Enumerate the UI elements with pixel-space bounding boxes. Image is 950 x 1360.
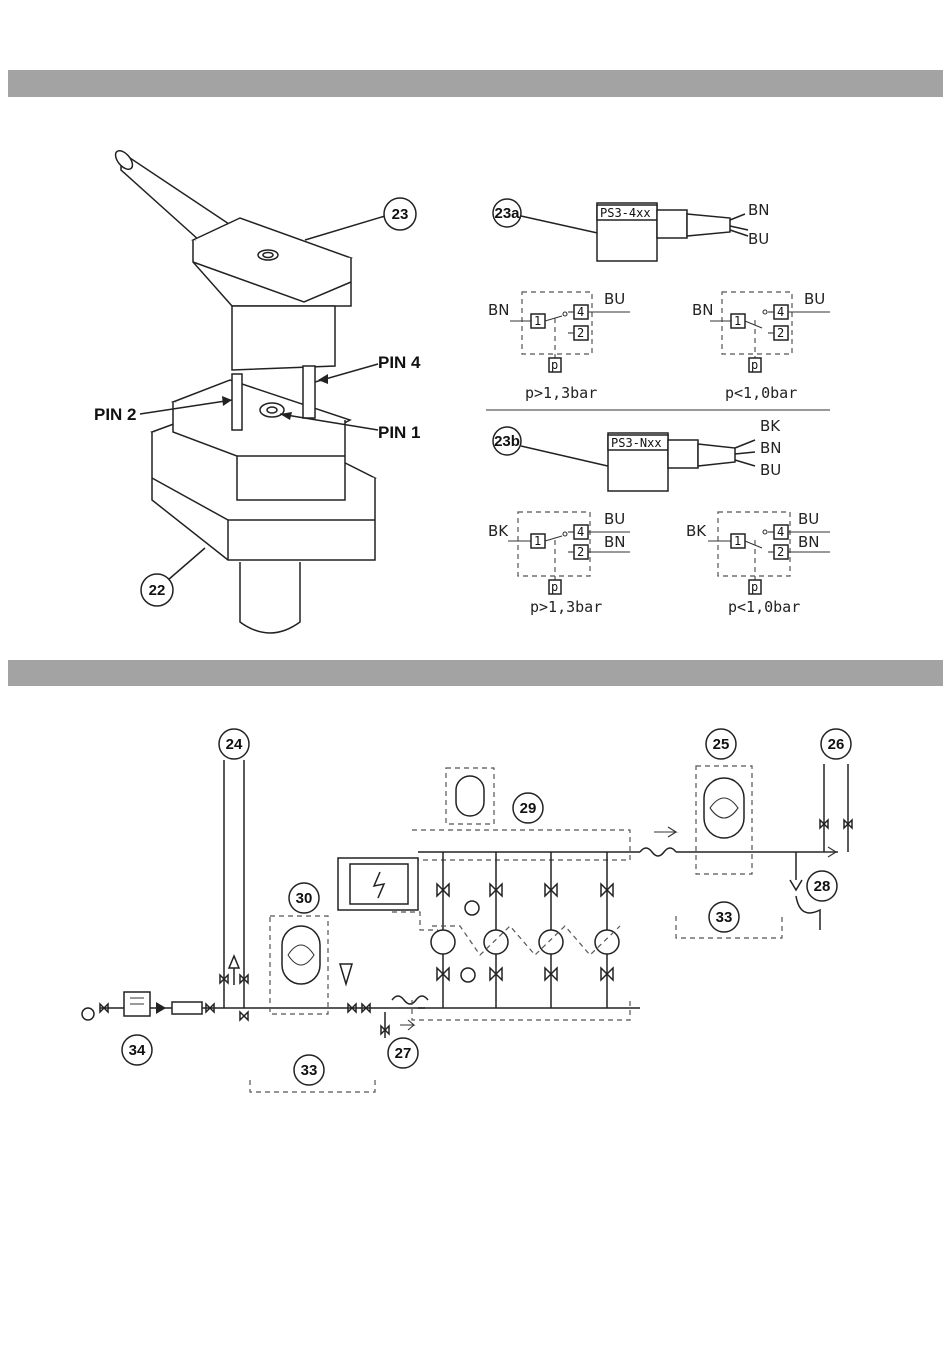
circuit-23a-low-bn: BN — [692, 301, 714, 319]
pressure-switch-illustration — [112, 148, 385, 633]
terminal-4: 4 — [577, 305, 584, 319]
pressure-symbol: p — [751, 580, 758, 594]
wire-bn-23b: BN — [760, 439, 782, 457]
callout-33-right: 33 — [709, 902, 739, 932]
pin1-label: PIN 1 — [378, 423, 421, 442]
callout-26: 26 — [821, 729, 851, 759]
svg-text:25: 25 — [713, 736, 730, 753]
switch-23a-model: PS3-4xx — [600, 206, 651, 220]
terminal-1: 1 — [734, 314, 741, 328]
circuit-23b-high-bk: BK — [488, 522, 509, 540]
circuit-23a-low-bu: BU — [804, 290, 825, 308]
circuit-23b-high-bn: BN — [604, 533, 626, 551]
svg-text:34: 34 — [129, 1042, 146, 1059]
svg-text:26: 26 — [828, 736, 845, 753]
callout-22: 22 — [141, 574, 173, 606]
callout-29: 29 — [513, 793, 543, 823]
svg-text:33: 33 — [301, 1062, 318, 1079]
wire-bu-23b: BU — [760, 461, 781, 479]
callout-33-left: 33 — [294, 1055, 324, 1085]
circuit-23b-low-bn: BN — [798, 533, 820, 551]
wire-bk-23b: BK — [760, 417, 781, 435]
switch-23b-model: PS3-Nxx — [611, 436, 662, 450]
callout-28: 28 — [807, 871, 837, 901]
svg-text:23: 23 — [392, 206, 409, 223]
circuit-23b-low-bu: BU — [798, 510, 819, 528]
callout-30: 30 — [289, 883, 319, 913]
terminal-2: 2 — [777, 326, 784, 340]
pressure-symbol: p — [551, 358, 558, 372]
callout-25: 25 — [706, 729, 736, 759]
circuit-23b-high-bu: BU — [604, 510, 625, 528]
callout-23b: 23b — [494, 433, 520, 450]
pressure-symbol: p — [751, 358, 758, 372]
svg-text:28: 28 — [814, 878, 831, 895]
svg-text:30: 30 — [296, 890, 313, 907]
callout-23a: 23a — [494, 205, 520, 222]
terminal-1: 1 — [734, 534, 741, 548]
circuit-23b-low-pressure: p<1,0bar — [728, 598, 800, 616]
pressure-symbol: p — [551, 580, 558, 594]
terminal-1: 1 — [534, 534, 541, 548]
terminal-2: 2 — [577, 545, 584, 559]
circuit-23b-low-bk: BK — [686, 522, 707, 540]
terminal-4: 4 — [777, 305, 784, 319]
svg-text:33: 33 — [716, 909, 733, 926]
svg-text:22: 22 — [149, 582, 166, 599]
callout-23: 23 — [384, 198, 416, 230]
terminal-4: 4 — [777, 525, 784, 539]
terminal-1: 1 — [534, 314, 541, 328]
pump-columns — [431, 852, 620, 1008]
svg-text:24: 24 — [226, 736, 243, 753]
wire-bu-23a: BU — [748, 230, 769, 248]
callout-34: 34 — [122, 1035, 152, 1065]
svg-text:29: 29 — [520, 800, 537, 817]
terminal-2: 2 — [777, 545, 784, 559]
circuit-23a-high-pressure: p>1,3bar — [525, 384, 597, 402]
callout-27: 27 — [388, 1038, 418, 1068]
wire-bn-23a: BN — [748, 201, 770, 219]
circuit-23b-high-pressure: p>1,3bar — [530, 598, 602, 616]
circuit-23a-high-bn: BN — [488, 301, 510, 319]
circuit-23a-low-pressure: p<1,0bar — [725, 384, 797, 402]
circuit-23a-high-bu: BU — [604, 290, 625, 308]
pin2-label: PIN 2 — [94, 405, 137, 424]
terminal-4: 4 — [577, 525, 584, 539]
terminal-2: 2 — [577, 326, 584, 340]
callout-24: 24 — [219, 729, 249, 759]
svg-text:27: 27 — [395, 1045, 412, 1062]
pin4-label: PIN 4 — [378, 353, 421, 372]
